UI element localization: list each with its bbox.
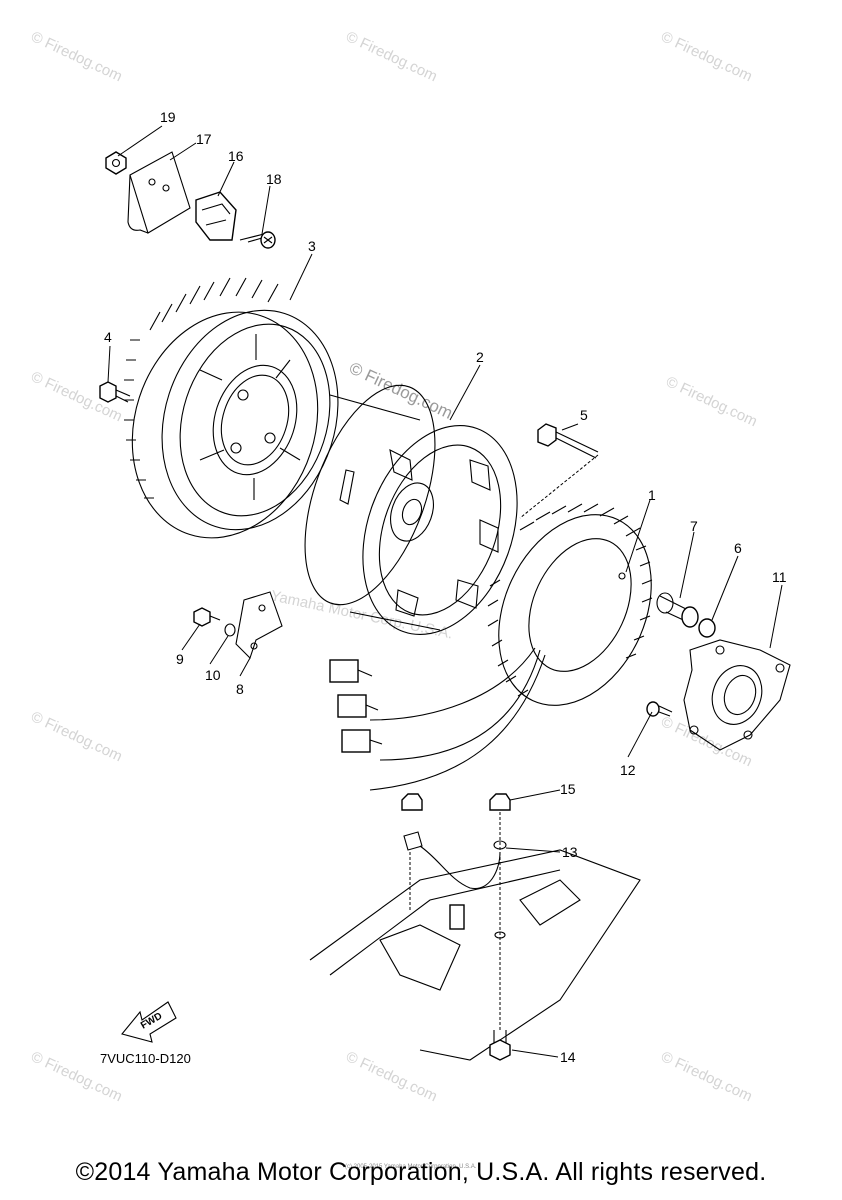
callout-2: 2 (476, 349, 484, 365)
fwd-label: FWD (139, 1011, 164, 1032)
part-3-fan (124, 277, 339, 539)
wire-harness (329, 647, 546, 791)
watermark: © Firedog.com (658, 1048, 755, 1105)
callouts: 19 17 16 18 3 4 2 5 1 7 6 11 9 10 8 12 1… (104, 109, 787, 1065)
part-16-clamp (195, 191, 237, 241)
part-12-screw (646, 701, 673, 717)
callout-7: 7 (690, 518, 698, 534)
watermark: © Firedog.com (343, 28, 440, 85)
callout-9: 9 (176, 651, 184, 667)
callout-18: 18 (266, 171, 282, 187)
leader-lines (107, 125, 783, 1058)
callout-15: 15 (560, 781, 576, 797)
callout-4: 4 (104, 329, 112, 345)
ground-assembly (309, 793, 641, 1061)
small-credit: (c) 2005-2015 Yamaha Motor Corporation, … (345, 1164, 477, 1170)
callout-8: 8 (236, 681, 244, 697)
callout-16: 16 (228, 148, 244, 164)
callout-12: 12 (620, 762, 636, 778)
callout-5: 5 (580, 407, 588, 423)
watermark: © Firedog.com (28, 708, 125, 765)
watermark: © Firedog.com (343, 1048, 440, 1105)
callout-10: 10 (205, 667, 221, 683)
part-4-bolt (99, 381, 131, 403)
watermark-center: © Firedog.com (346, 358, 455, 422)
part-11-flange (683, 639, 791, 751)
part-6-spacer (698, 618, 716, 638)
callout-19: 19 (160, 109, 176, 125)
part-18-screw (239, 231, 276, 249)
part-17-bracket (127, 151, 191, 234)
watermark: © Firedog.com (28, 28, 125, 85)
callout-3: 3 (308, 238, 316, 254)
watermark: © Firedog.com (658, 28, 755, 85)
watermark: © Firedog.com (658, 713, 755, 770)
callout-14: 14 (560, 1049, 576, 1065)
part-5-bolt (519, 423, 599, 519)
fwd-arrow: FWD (121, 1001, 177, 1043)
callout-11: 11 (772, 569, 787, 585)
part-2-rotor (304, 384, 518, 635)
diagram-code: 7VUC110-D120 (100, 1051, 191, 1066)
part-19-nut (105, 151, 127, 175)
watermark: © Firedog.com (663, 373, 760, 430)
part-14-bolt (489, 1030, 511, 1061)
part-8-bracket (235, 591, 283, 660)
callout-6: 6 (734, 540, 742, 556)
copyright-footer: ©2014 Yamaha Motor Corporation, U.S.A. A… (75, 1158, 767, 1186)
part-7-collar (656, 592, 699, 628)
part-10-washer (224, 623, 236, 637)
part-1-stator (487, 503, 653, 706)
part-9-bolt (193, 607, 221, 627)
callout-1: 1 (648, 487, 656, 503)
callout-17: 17 (196, 131, 212, 147)
callout-13: 13 (562, 844, 578, 860)
